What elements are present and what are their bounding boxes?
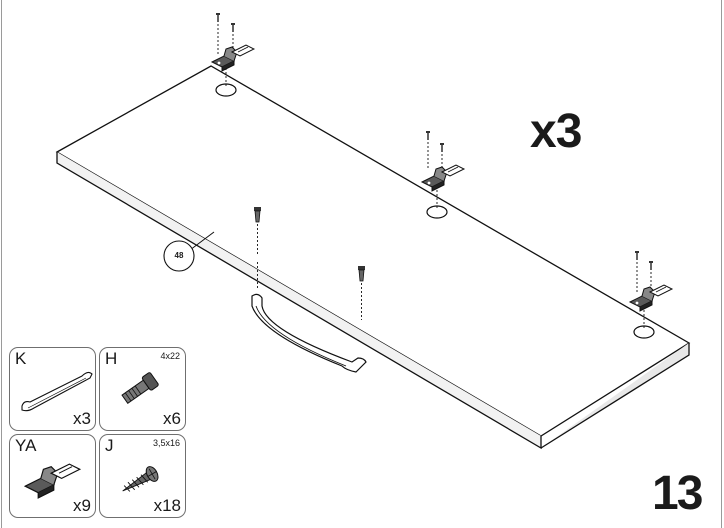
hardware-card-h: H 4x22 x6 bbox=[99, 347, 186, 431]
hinge-assembly-3 bbox=[629, 250, 673, 330]
part-number-label: 48 bbox=[174, 251, 184, 260]
hinge-icon bbox=[23, 463, 82, 499]
hardware-size: 4x22 bbox=[160, 351, 180, 361]
hinge-assembly-1 bbox=[211, 12, 255, 88]
panel-board bbox=[55, 65, 691, 450]
quantity-multiplier: x3 bbox=[530, 105, 582, 158]
bolt-icon bbox=[121, 372, 159, 404]
hardware-card-j: J 3,5x16 x18 bbox=[99, 434, 186, 518]
hardware-size: 3,5x16 bbox=[152, 438, 180, 448]
hardware-quantity: x3 bbox=[73, 409, 91, 428]
hardware-letter: H bbox=[105, 349, 118, 368]
hardware-quantity: x6 bbox=[163, 409, 181, 428]
hardware-letter: K bbox=[15, 349, 27, 368]
handle-part bbox=[251, 293, 367, 373]
part-label-circle bbox=[163, 240, 195, 272]
hardware-letter: YA bbox=[15, 436, 37, 455]
hinge-cup-holes bbox=[215, 83, 655, 339]
hardware-card-k: K x3 bbox=[9, 347, 96, 431]
hinge-assembly-2 bbox=[421, 130, 465, 210]
part-label-leader bbox=[189, 231, 215, 251]
handle-bolts bbox=[254, 207, 365, 320]
step-number: 13 bbox=[652, 467, 703, 520]
handle-icon bbox=[21, 371, 93, 412]
screw-icon bbox=[122, 466, 159, 492]
hardware-quantity: x18 bbox=[153, 496, 181, 515]
frame-right-border bbox=[721, 0, 722, 528]
hardware-letter: J bbox=[105, 436, 114, 455]
hardware-quantity: x9 bbox=[73, 496, 91, 515]
frame-left-border bbox=[1, 0, 2, 528]
hardware-card-ya: YA x9 bbox=[9, 434, 96, 518]
